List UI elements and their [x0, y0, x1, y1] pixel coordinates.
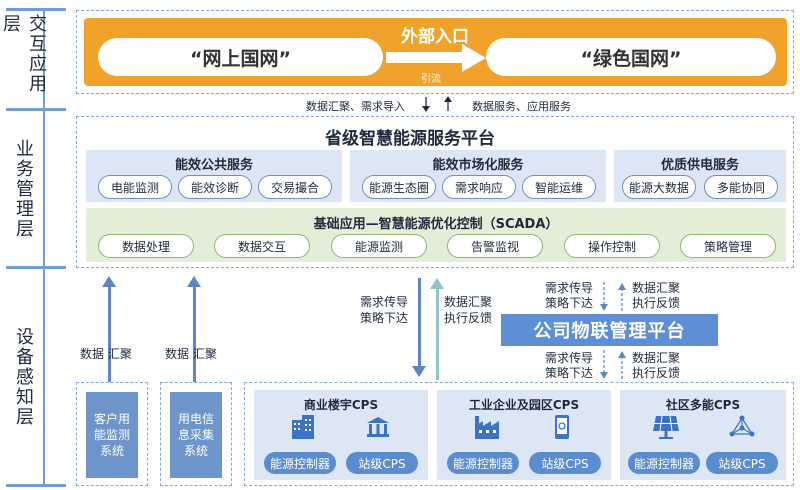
iot-upper-up-label: 数据汇聚 执行反馈 [632, 281, 681, 310]
arrow-head-icon [187, 276, 201, 287]
service-item[interactable]: 交易撮合 [258, 175, 332, 199]
office-building-icon [292, 415, 314, 439]
power-info-collect-system[interactable]: 用电信息采集系统 [170, 392, 222, 478]
flow-label: 引流 [421, 74, 441, 85]
cps-title: 商业楼宇CPS [303, 398, 379, 412]
base-application-panel: 基础应用—智慧能源优化控制（SCADA） 数据处理 数据交互 能源监测 告警监视… [86, 208, 786, 262]
platform-title: 省级智慧能源服务平台 [325, 129, 495, 149]
service-group-title: 能效市场化服务 [432, 158, 524, 173]
layer-label-interaction: 交互应用层 [0, 14, 47, 94]
service-item[interactable]: 能效诊断 [178, 175, 252, 199]
interaction-frame [76, 10, 794, 94]
cps-frame [244, 382, 794, 486]
energy-controller-button[interactable]: 能源控制器 [264, 452, 336, 474]
station-cps-button[interactable]: 站级CPS [706, 452, 778, 474]
arrow-head-icon [430, 278, 444, 289]
dashed-exchange-arrows-icon [600, 350, 626, 380]
station-cps-button[interactable]: 站级CPS [346, 452, 418, 474]
center-up-label: 数据汇聚 执行反馈 [444, 295, 493, 325]
service-item[interactable]: 能源生态圈 [362, 175, 436, 199]
down-note: 数据汇聚、需求导入 [306, 100, 405, 113]
layer-separator [6, 8, 66, 11]
service-group-supply: 优质供电服务 能源大数据 多能协同 [614, 150, 786, 202]
layer-label-business: 业务管理层 [13, 139, 34, 239]
cps-panel-industrial: 工业企业及园区CPS 能源控制器 站级CPS [437, 390, 611, 480]
bank-building-icon [367, 417, 389, 437]
service-item[interactable]: 多能协同 [704, 175, 778, 199]
monitor-system-frame [76, 382, 148, 486]
business-frame [76, 116, 794, 268]
service-group-public: 能效公共服务 电能监测 能效诊断 交易撮合 [86, 150, 342, 202]
cps-panel-community: 社区多能CPS 能源控制器 站级CPS [620, 390, 786, 480]
service-item[interactable]: 智能运维 [522, 175, 596, 199]
layer-separator [6, 266, 66, 269]
iot-upper-down-label: 需求传导 策略下达 [545, 281, 594, 310]
station-cps-button[interactable]: 站级CPS [529, 452, 601, 474]
dashed-exchange-arrows-icon [600, 282, 626, 312]
energy-controller-button[interactable]: 能源控制器 [628, 452, 700, 474]
portal-wangshangguowang[interactable]: “网上国网” [98, 38, 383, 76]
base-item[interactable]: 告警监视 [447, 234, 543, 258]
base-application-title: 基础应用—智慧能源优化控制（SCADA） [313, 217, 559, 232]
cps-title: 工业企业及园区CPS [468, 398, 580, 412]
iot-platform[interactable]: 公司物联管理平台 [501, 314, 718, 346]
base-item[interactable]: 能源监测 [331, 234, 427, 258]
base-item[interactable]: 操作控制 [564, 234, 660, 258]
solar-panel-icon [653, 415, 679, 439]
layer-axis [43, 8, 45, 486]
portal-lvseguowang[interactable]: “绿色国网” [486, 38, 776, 76]
upload-label: 数据 汇聚 [165, 347, 217, 361]
iot-lower-down-label: 需求传导 策略下达 [545, 351, 594, 380]
layer-label-device: 设备感知层 [13, 327, 34, 427]
external-entry-title: 外部入口 [401, 27, 469, 47]
factory-icon [475, 416, 499, 439]
flow-arrow-icon [386, 44, 486, 72]
arrow-head-icon [102, 276, 116, 287]
service-group-title: 优质供电服务 [660, 158, 739, 173]
customer-energy-monitor-system[interactable]: 客户用能监测系统 [86, 392, 138, 478]
center-down-label: 需求传导 策略下达 [360, 295, 409, 325]
service-item[interactable]: 需求响应 [442, 175, 516, 199]
network-icon [729, 415, 755, 437]
smartphone-icon [555, 415, 569, 439]
energy-controller-button[interactable]: 能源控制器 [447, 452, 519, 474]
service-item[interactable]: 电能监测 [98, 175, 172, 199]
layer-separator [6, 484, 66, 487]
system-label: 用电信息采集系统 [177, 412, 214, 458]
service-group-market: 能效市场化服务 能源生态圈 需求响应 智能运维 [350, 150, 606, 202]
collect-system-frame [160, 382, 232, 486]
cps-panel-commercial: 商业楼宇CPS 能源控制器 站级CPS [254, 390, 428, 480]
service-item[interactable]: 能源大数据 [622, 175, 696, 199]
base-item[interactable]: 策略管理 [680, 234, 776, 258]
base-item[interactable]: 数据交互 [214, 234, 310, 258]
up-note: 数据服务、应用服务 [472, 100, 571, 113]
upload-arrow [193, 286, 196, 382]
upload-label: 数据 汇聚 [80, 347, 132, 361]
arrow-head-icon [412, 366, 426, 377]
iot-lower-up-label: 数据汇聚 执行反馈 [632, 351, 681, 380]
base-item[interactable]: 数据处理 [98, 234, 194, 258]
layer-separator [6, 108, 66, 111]
exchange-arrows-icon [422, 96, 452, 112]
cps-title: 社区多能CPS [665, 398, 741, 412]
upload-arrow [108, 286, 111, 382]
downstream-arrow [418, 278, 421, 368]
upstream-arrow [436, 288, 439, 380]
system-label: 客户用能监测系统 [93, 412, 130, 458]
service-group-title: 能效公共服务 [174, 158, 253, 173]
